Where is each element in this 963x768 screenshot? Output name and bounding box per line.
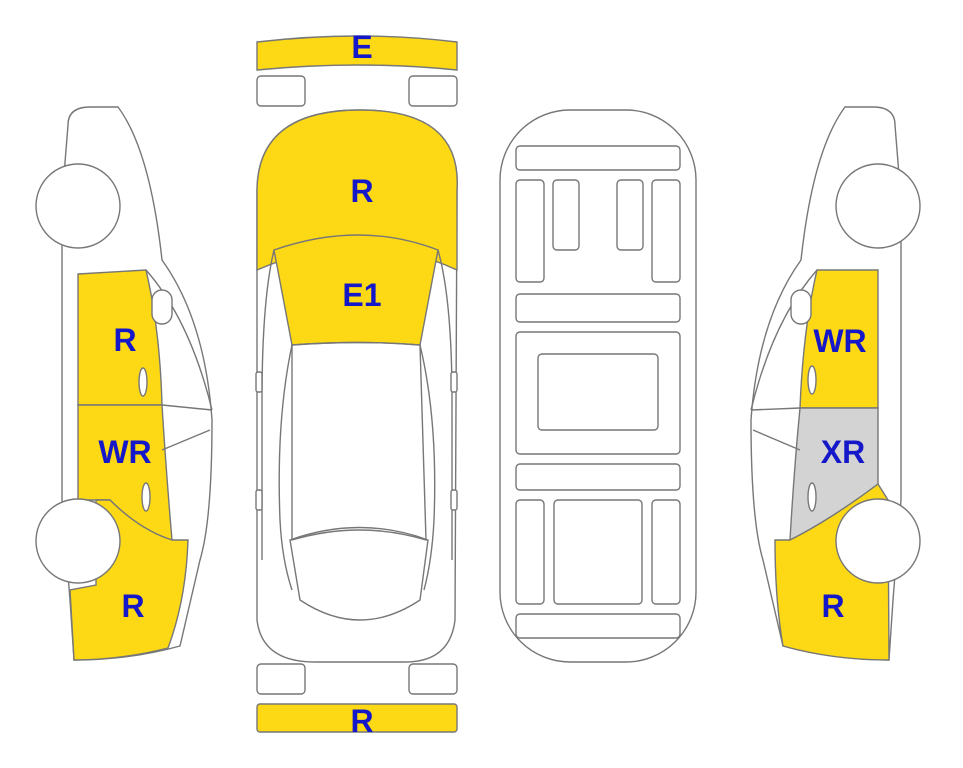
car-right-side-view: WR XR R: [750, 106, 921, 661]
left-rear-door-label: WR: [98, 434, 151, 470]
right-rear-door-label: XR: [821, 434, 865, 470]
rear-left-taillight: [256, 663, 306, 695]
car-top-view: E R E1 R: [255, 29, 458, 739]
underbody-spare-well: [553, 499, 643, 605]
underbody-front-right-rail: [651, 179, 681, 283]
right-window-line: [419, 344, 436, 591]
right-mirror-side: [790, 289, 812, 325]
rear-bumper-panel[interactable]: [256, 703, 458, 733]
underbody-front-right-mount: [616, 179, 644, 251]
front-left-headlight: [256, 75, 306, 107]
left-window-line: [278, 344, 293, 591]
right-front-wheel: [835, 163, 921, 249]
left-rear-handle-side: [141, 482, 151, 512]
car-underbody-view: [499, 109, 697, 663]
right-rear-handle: [450, 489, 458, 511]
left-mirror: [255, 371, 263, 393]
rear-right-taillight: [408, 663, 458, 695]
left-front-wheel: [35, 163, 121, 249]
left-mirror-side: [151, 289, 173, 325]
rear-bumper-label: R: [350, 703, 373, 739]
front-right-headlight: [408, 75, 458, 107]
underbody-crossmember-rear: [515, 463, 681, 491]
right-rear-quarter-label: R: [821, 588, 844, 624]
right-rear-handle-side: [807, 482, 817, 512]
underbody-rear-left-rail: [515, 499, 545, 605]
hood-label: R: [350, 173, 373, 209]
left-rear-quarter-label: R: [121, 588, 144, 624]
underbody-rear-bar: [515, 613, 681, 639]
underbody-front-left-rail: [515, 179, 545, 283]
right-front-handle: [807, 365, 817, 395]
underbody-front-left-mount: [552, 179, 580, 251]
front-bumper-panel[interactable]: [256, 35, 458, 71]
rear-window-outline: [289, 526, 429, 621]
left-rear-wheel: [35, 498, 121, 584]
right-window-frame: [750, 269, 818, 451]
right-mirror: [450, 371, 458, 393]
left-rear-handle: [255, 489, 263, 511]
underbody-tunnel: [537, 353, 659, 431]
windshield-label: E1: [342, 277, 381, 313]
front-bumper-label: E: [351, 29, 372, 65]
left-front-handle: [138, 367, 148, 397]
right-rear-wheel: [835, 498, 921, 584]
underbody-front-bar: [515, 145, 681, 171]
underbody-crossmember-front: [515, 293, 681, 323]
underbody-rear-right-rail: [651, 499, 681, 605]
car-left-side-view: R WR R: [35, 106, 213, 661]
left-front-door-label: R: [113, 322, 136, 358]
right-front-door-label: WR: [813, 323, 866, 359]
left-window-frame: [145, 269, 213, 451]
